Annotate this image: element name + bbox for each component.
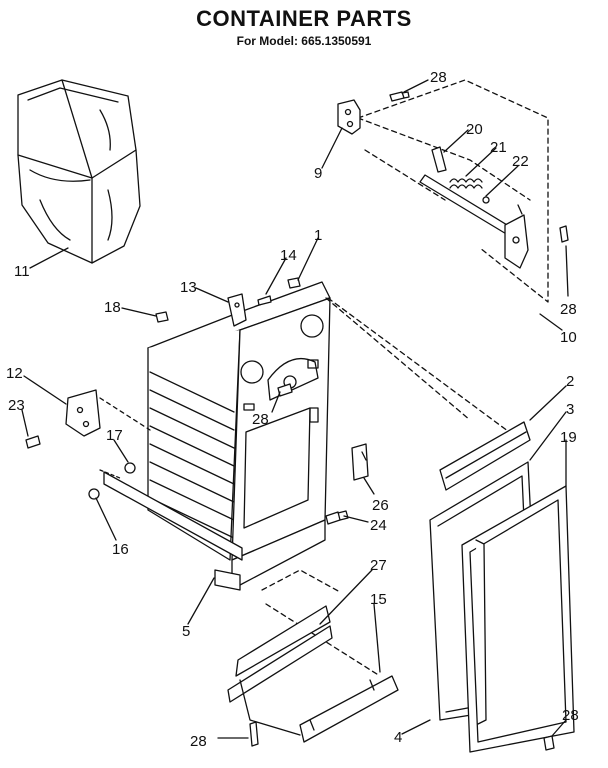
callout-1: 1	[314, 227, 322, 244]
handle-drawing	[227, 569, 399, 747]
callout-28: 28	[190, 733, 207, 750]
callout-23: 23	[8, 397, 25, 414]
callout-18: 18	[104, 299, 121, 316]
bag-liner-drawing	[17, 79, 141, 264]
callout-labels: 28 9 20 21 22 28 10 11 1 14 13 18 12 23 …	[6, 69, 579, 750]
callout-20: 20	[466, 121, 483, 138]
callout-9: 9	[314, 165, 322, 182]
door-panel-drawing	[325, 297, 575, 753]
callout-22: 22	[512, 153, 529, 170]
callout-24: 24	[370, 517, 387, 534]
callout-10: 10	[560, 329, 577, 346]
bracket-assembly-drawing	[337, 79, 569, 303]
callout-17: 17	[106, 427, 123, 444]
rail-assembly-drawing	[25, 389, 243, 561]
callout-28: 28	[560, 301, 577, 318]
callout-13: 13	[180, 279, 197, 296]
callout-11: 11	[14, 263, 30, 280]
latch-drawing	[325, 443, 369, 525]
callout-4: 4	[394, 729, 402, 746]
model-subtitle: For Model: 665.1350591	[236, 34, 372, 48]
callout-19: 19	[560, 429, 577, 446]
callout-28: 28	[430, 69, 447, 86]
callout-27: 27	[370, 557, 387, 574]
callout-28: 28	[252, 411, 269, 428]
callout-28: 28	[562, 707, 579, 724]
container-housing-drawing	[147, 277, 331, 591]
callout-14: 14	[280, 247, 297, 264]
callout-12: 12	[6, 365, 23, 382]
leader-lines	[21, 79, 569, 739]
diagram-title: CONTAINER PARTS	[196, 6, 412, 31]
callout-3: 3	[566, 401, 574, 418]
callout-15: 15	[370, 591, 387, 608]
callout-16: 16	[112, 541, 129, 558]
callout-2: 2	[566, 373, 574, 390]
callout-21: 21	[490, 139, 507, 156]
callout-5: 5	[182, 623, 190, 640]
callout-26: 26	[372, 497, 389, 514]
